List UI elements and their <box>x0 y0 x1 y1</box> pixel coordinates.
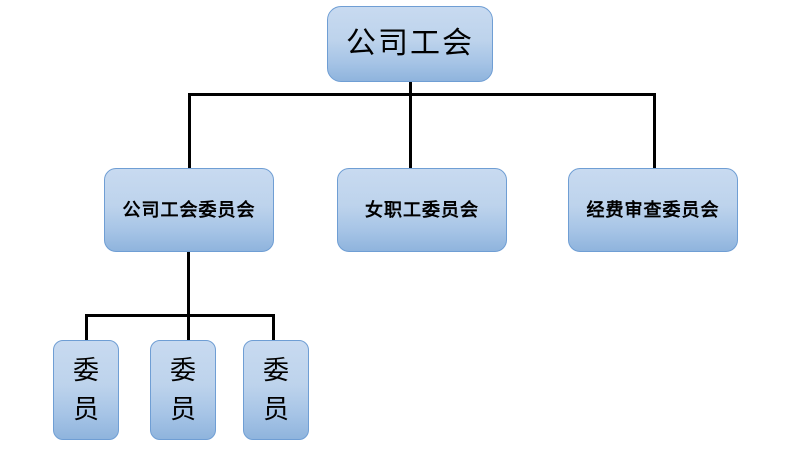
node-female-employees-committee[interactable]: 女职工委员会 <box>337 168 507 252</box>
node-label: 经费审查委员会 <box>586 199 720 220</box>
connector-drop-finance-committee <box>653 93 656 168</box>
connector-drop-member-3 <box>272 314 275 341</box>
connector-root-drop <box>409 82 412 96</box>
node-label: 公司工会 <box>346 26 474 60</box>
node-label: 公司工会委员会 <box>122 199 256 220</box>
node-label: 委员 <box>73 356 100 424</box>
node-label: 女职工委员会 <box>365 199 479 220</box>
node-funds-review-committee[interactable]: 经费审查委员会 <box>568 168 738 252</box>
node-company-union[interactable]: 公司工会 <box>327 6 493 82</box>
node-union-committee[interactable]: 公司工会委员会 <box>104 168 274 252</box>
connector-drop-female-committee <box>409 93 412 168</box>
node-label: 委员 <box>263 356 290 424</box>
node-member-1[interactable]: 委员 <box>53 340 119 440</box>
connector-drop-member-2 <box>187 314 190 341</box>
node-label: 委员 <box>170 356 197 424</box>
connector-drop-member-1 <box>85 314 88 341</box>
connector-drop-union-committee <box>188 93 191 168</box>
node-member-2[interactable]: 委员 <box>150 340 216 440</box>
node-member-3[interactable]: 委员 <box>243 340 309 440</box>
connector-level3-bus <box>85 314 275 317</box>
connector-level2-bus <box>188 93 656 96</box>
connector-committee-stem <box>187 252 190 316</box>
